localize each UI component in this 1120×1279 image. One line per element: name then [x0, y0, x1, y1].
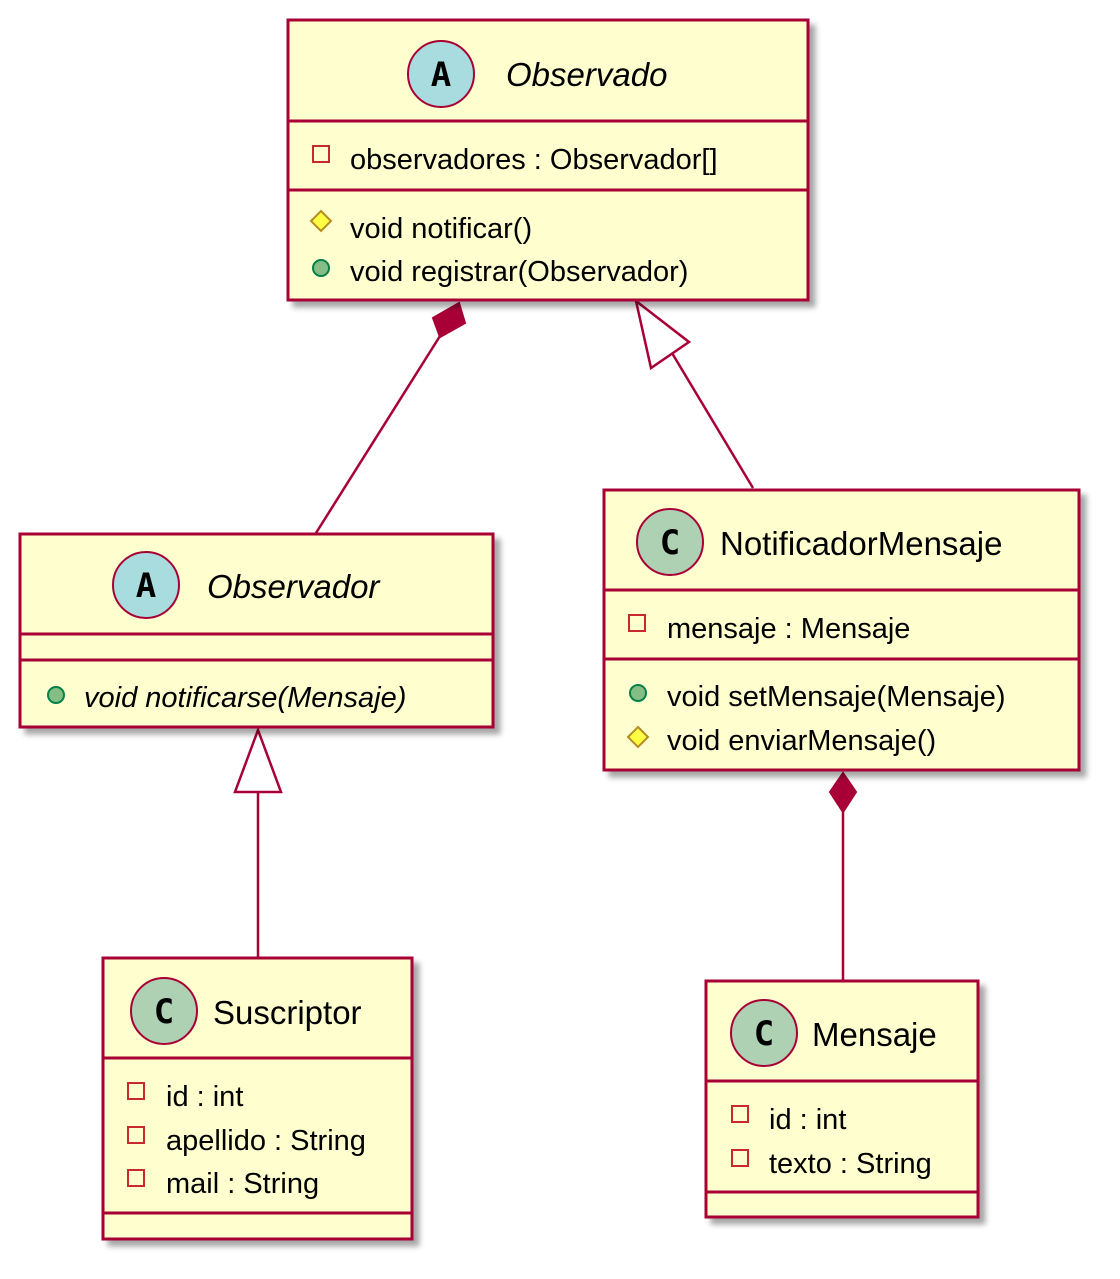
class-suscriptor[interactable]: C Suscriptor id : int apellido : String … — [101, 956, 414, 1241]
class-icon — [636, 508, 704, 576]
class-observado[interactable]: A Observado observadores : Observador[] … — [286, 18, 810, 302]
class-name: Observador — [207, 568, 381, 605]
public-marker-icon — [47, 686, 65, 704]
private-marker-icon — [731, 1149, 749, 1167]
private-marker-icon — [628, 614, 646, 632]
stereotype-letter: C — [154, 992, 174, 1032]
stereotype-letter: C — [754, 1014, 774, 1054]
class-icon — [730, 999, 798, 1067]
inheritance-notificador-observado — [634, 297, 755, 489]
abstract-class-icon — [112, 551, 180, 619]
private-marker-icon — [127, 1126, 145, 1144]
stereotype-letter: A — [431, 55, 451, 95]
public-marker-icon — [629, 684, 647, 702]
method: void notificar() — [350, 213, 532, 245]
method: void registrar(Observador) — [350, 256, 688, 288]
attribute: id : int — [166, 1081, 243, 1113]
class-name: Observado — [506, 56, 667, 93]
method: void setMensaje(Mensaje) — [667, 681, 1005, 713]
protected-marker-icon — [309, 209, 333, 233]
public-marker-icon — [312, 259, 330, 277]
attribute: texto : String — [769, 1148, 932, 1180]
class-name: Mensaje — [812, 1016, 937, 1053]
attribute: id : int — [769, 1104, 846, 1136]
class-icon — [130, 977, 198, 1045]
class-mensaje[interactable]: C Mensaje id : int texto : String — [704, 979, 980, 1219]
private-marker-icon — [127, 1169, 145, 1187]
class-name: NotificadorMensaje — [720, 525, 1002, 562]
private-marker-icon — [127, 1082, 145, 1100]
stereotype-letter: C — [660, 523, 680, 563]
private-marker-icon — [312, 145, 330, 163]
private-marker-icon — [731, 1105, 749, 1123]
method: void enviarMensaje() — [667, 725, 936, 757]
class-observador[interactable]: A Observador void notificarse(Mensaje) — [18, 532, 495, 729]
method: void notificarse(Mensaje) — [84, 682, 406, 714]
attribute: observadores : Observador[] — [350, 144, 718, 176]
composition-observado-observador — [314, 301, 467, 534]
composition-notificador-mensaje — [828, 771, 858, 980]
attribute: mensaje : Mensaje — [667, 613, 910, 645]
abstract-class-icon — [407, 40, 475, 108]
attribute: apellido : String — [166, 1125, 366, 1157]
attribute: mail : String — [166, 1168, 319, 1200]
stereotype-letter: A — [136, 566, 156, 606]
class-notificador-mensaje[interactable]: C NotificadorMensaje mensaje : Mensaje v… — [602, 488, 1081, 772]
class-name: Suscriptor — [213, 994, 362, 1031]
inheritance-suscriptor-observador — [233, 726, 283, 957]
protected-marker-icon — [626, 725, 650, 749]
